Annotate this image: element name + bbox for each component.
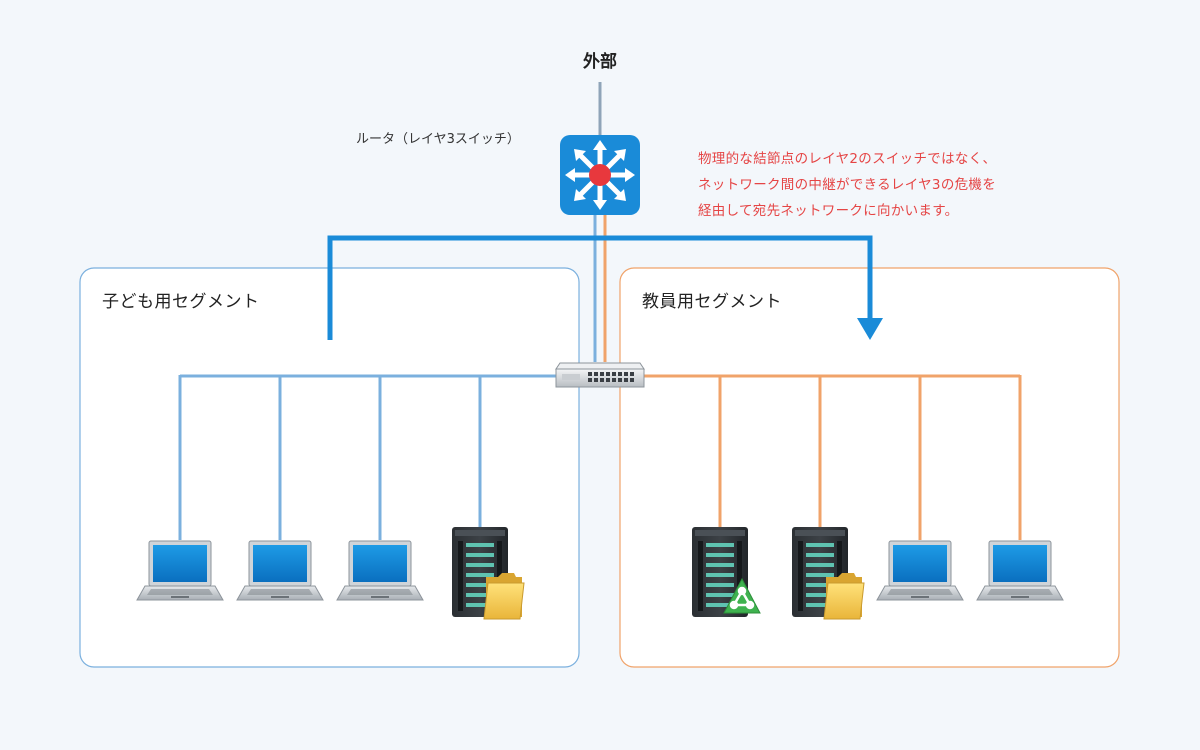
routing-note-line: ネットワーク間の中継ができるレイヤ3の危機を (698, 177, 997, 193)
laptop-icon (976, 540, 1064, 601)
laptop-icon (136, 540, 224, 601)
laptop-icon (876, 540, 964, 601)
teachers-bus (642, 374, 1022, 540)
laptop-icon (336, 540, 424, 601)
router-icon (560, 135, 640, 215)
children-segment-title: 子ども用セグメント (102, 292, 260, 312)
warning-icon (723, 577, 761, 614)
laptop-icon (236, 540, 324, 601)
routing-note-line: 物理的な結節点のレイヤ2のスイッチではなく、 (698, 151, 997, 167)
routing-path-arrow (327, 235, 883, 340)
children-bus (178, 374, 560, 540)
external-label: 外部 (583, 52, 617, 72)
router-label: ルータ（レイヤ3スイッチ） (356, 132, 520, 147)
folder-icon (483, 572, 525, 620)
folder-icon (823, 572, 865, 620)
routing-note-line: 経由して宛先ネットワークに向かいます。 (698, 203, 959, 219)
switch-hub-icon (555, 362, 645, 388)
teachers-segment-title: 教員用セグメント (642, 292, 782, 312)
routing-note: 物理的な結節点のレイヤ2のスイッチではなく、 ネットワーク間の中継ができるレイヤ… (698, 146, 1098, 224)
